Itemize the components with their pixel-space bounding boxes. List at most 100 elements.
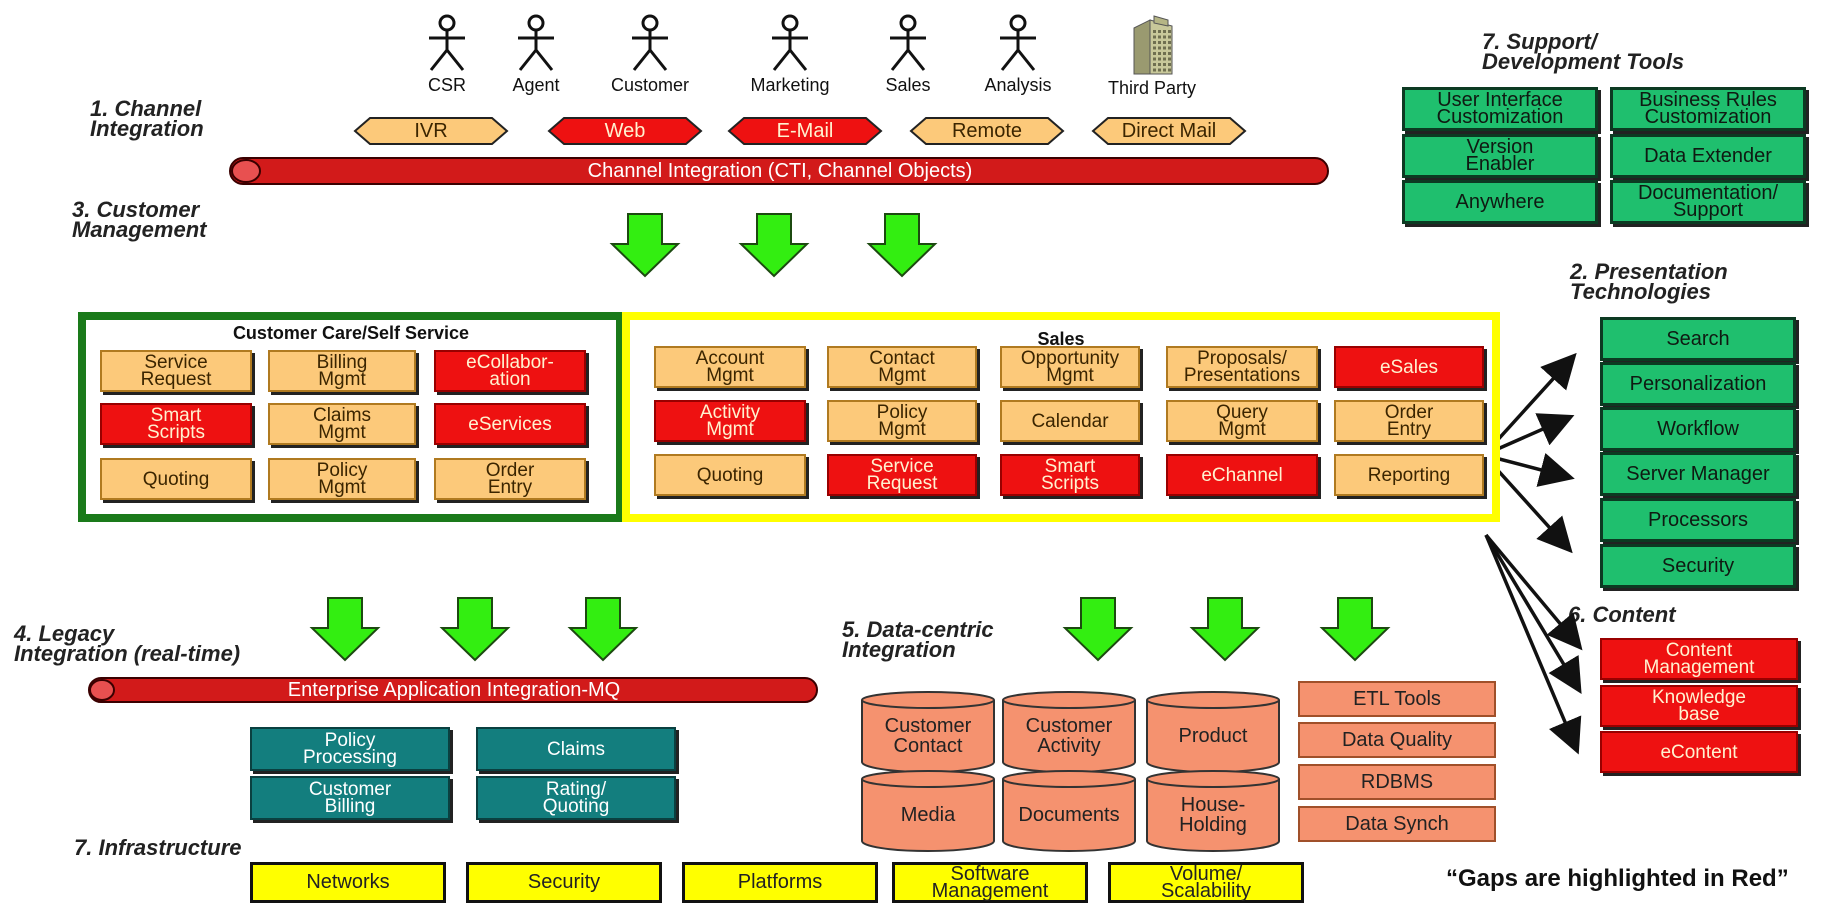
care-item-smart-scripts: Smart Scripts [100, 403, 252, 445]
flow-arrow-to-legacy [567, 597, 639, 662]
actor-label: Analysis [984, 75, 1052, 95]
flow-arrow-to-customer-management [609, 213, 681, 278]
actor-label: CSR [427, 75, 466, 95]
sales-item-opportunity-mgmt: Opportunity Mgmt [1000, 346, 1140, 388]
database-cylinder-icon [1002, 691, 1136, 773]
sales-item-contact-mgmt: Contact Mgmt [827, 346, 977, 388]
connector-arrow-to-content [1484, 533, 1583, 651]
flow-arrow-to-customer-management [866, 213, 938, 278]
actor-agent: Agent [491, 14, 581, 96]
data-store-label: Customer Contact [884, 715, 972, 757]
support-tool-business-rules-customization: Business Rules Customization [1610, 87, 1806, 131]
sales-item-reporting: Reporting [1334, 454, 1484, 496]
support-tool-data-extender: Data Extender [1610, 134, 1806, 178]
connector-arrow-to-content [1484, 534, 1582, 755]
actor-label: Third Party [1107, 78, 1197, 98]
eai-bus: Enterprise Application Integration-MQ [86, 675, 822, 705]
infrastructure-security: Security [466, 862, 662, 903]
data-store-label: Customer Activity [1025, 715, 1113, 757]
stick-figure-icon [632, 14, 668, 71]
presentation-processors: Processors [1600, 498, 1796, 542]
building-icon [1133, 15, 1173, 75]
data-store-label: Product [1178, 725, 1248, 747]
database-cylinder-icon [1146, 691, 1280, 773]
section-title-infrastructure: 7. Infrastructure [74, 835, 242, 860]
channel-label: IVR [414, 119, 448, 142]
data-tool-rdbms: RDBMS [1298, 764, 1496, 800]
stick-figure-icon [429, 14, 465, 71]
data-store-documents: Documents [1001, 769, 1137, 853]
actor-sales: Sales [863, 14, 953, 96]
content-knowledge-base: Knowledge base [1600, 685, 1798, 727]
care-item-claims-mgmt: Claims Mgmt [268, 403, 416, 445]
connector-arrow-to-content [1484, 534, 1582, 694]
data-store-label: House- Holding [1179, 794, 1247, 836]
actor-third-party: Third Party [1107, 14, 1197, 99]
care-item-eservices: eServices [434, 403, 586, 445]
care-item-ecollabor-ation: eCollabor- ation [434, 350, 586, 392]
section-title-support-tools: 7. Support/ Development Tools [1482, 29, 1685, 74]
data-store-house-holding: House- Holding [1145, 769, 1281, 853]
support-tool-anywhere: Anywhere [1402, 180, 1598, 224]
sales-item-proposals-presentations: Proposals/ Presentations [1166, 346, 1318, 388]
eai-bus-label: Enterprise Application Integration-MQ [287, 678, 621, 701]
stick-figure-icon [890, 14, 926, 71]
channel-e-mail: E-Mail [726, 116, 884, 146]
infrastructure-networks: Networks [250, 862, 446, 903]
database-cylinder-icon [861, 691, 995, 773]
support-tool-version-enabler: Version Enabler [1402, 134, 1598, 178]
channel-label: Remote [951, 119, 1023, 142]
actor-marketing: Marketing [745, 14, 835, 96]
channel-label: Web [604, 119, 646, 142]
flow-arrow-to-customer-management [738, 213, 810, 278]
data-tool-data-synch: Data Synch [1298, 806, 1496, 842]
care-item-quoting: Quoting [100, 458, 252, 500]
section-title-legacy-integration: 4. Legacy Integration (real-time) [14, 621, 241, 666]
support-tool-documentation-support: Documentation/ Support [1610, 180, 1806, 224]
sales-item-activity-mgmt: Activity Mgmt [654, 400, 806, 442]
stick-figure-icon [772, 14, 808, 71]
content-content-management: Content Management [1600, 638, 1798, 680]
content-econtent: eContent [1600, 731, 1798, 773]
sales-item-policy-mgmt: Policy Mgmt [827, 400, 977, 442]
customer-care-title: Customer Care/Self Service [232, 323, 470, 343]
actor-label: Sales [885, 75, 931, 95]
actor-label: Agent [512, 75, 560, 95]
data-tool-etl-tools: ETL Tools [1298, 681, 1496, 717]
section-title-customer-management: 3. Customer Management [72, 197, 207, 242]
flow-arrow-to-data-centric [1189, 597, 1261, 662]
flow-arrow-to-legacy [439, 597, 511, 662]
stick-figure-icon [1000, 14, 1036, 71]
flow-arrow-to-data-centric [1319, 597, 1391, 662]
data-store-customer-contact: Customer Contact [860, 690, 996, 774]
sales-item-query-mgmt: Query Mgmt [1166, 400, 1318, 442]
actor-csr: CSR [402, 14, 492, 96]
section-title-channel-integration: 1. Channel Integration [90, 96, 204, 141]
infrastructure-platforms: Platforms [682, 862, 878, 903]
data-store-product: Product [1145, 690, 1281, 774]
data-tool-data-quality: Data Quality [1298, 722, 1496, 758]
sales-item-order-entry: Order Entry [1334, 400, 1484, 442]
section-title-data-centric-integration: 5. Data-centric Integration [842, 617, 994, 662]
channel-direct-mail: Direct Mail [1090, 116, 1248, 146]
channel-web: Web [546, 116, 704, 146]
channel-integration-bus: Channel Integration (CTI, Channel Object… [226, 155, 1334, 187]
legacy-system-customer-billing: Customer Billing [250, 776, 450, 820]
section-title-presentation-technologies: 2. Presentation Technologies [1570, 259, 1728, 304]
channel-label: Direct Mail [1121, 119, 1217, 142]
actor-label: Marketing [750, 75, 830, 95]
care-item-policy-mgmt: Policy Mgmt [268, 458, 416, 500]
sales-title: Sales [1037, 329, 1085, 349]
channel-remote: Remote [908, 116, 1066, 146]
care-item-billing-mgmt: Billing Mgmt [268, 350, 416, 392]
gaps-note: “Gaps are highlighted in Red” [1446, 865, 1789, 892]
actor-customer: Customer [605, 14, 695, 96]
sales-item-service-request: Service Request [827, 454, 977, 496]
database-cylinder-icon [1002, 770, 1136, 852]
actor-label: Customer [610, 75, 690, 95]
data-store-media: Media [860, 769, 996, 853]
data-store-label: Media [900, 804, 956, 826]
presentation-server-manager: Server Manager [1600, 452, 1796, 496]
